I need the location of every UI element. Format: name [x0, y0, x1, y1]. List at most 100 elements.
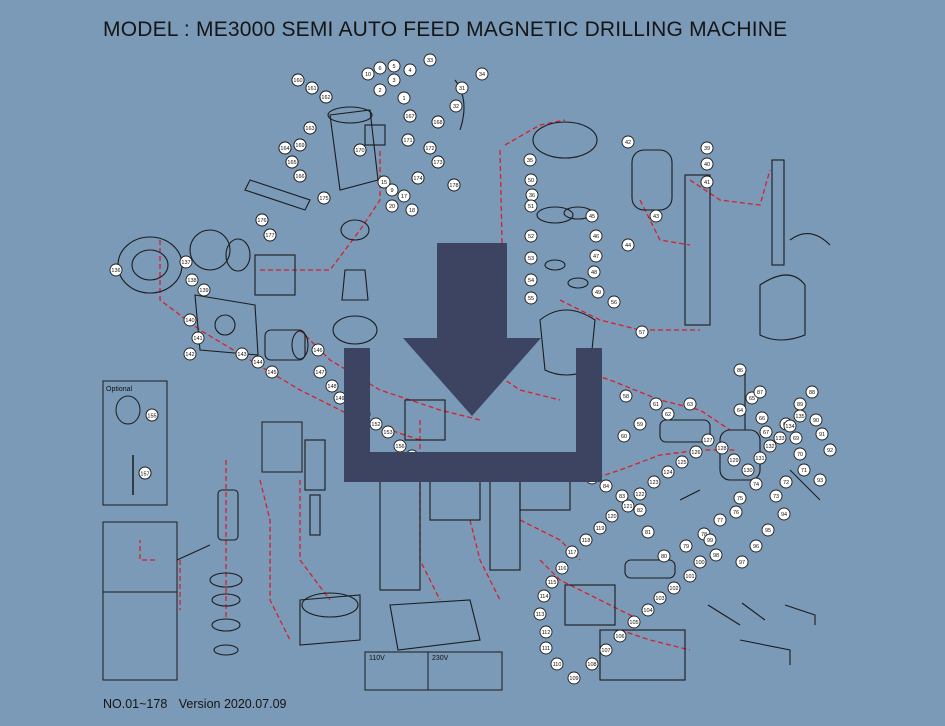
callout-number: 31 — [459, 86, 465, 92]
callout-168: 168 — [431, 115, 445, 129]
callout-67: 67 — [759, 425, 773, 439]
optional-box-label: Optional — [106, 386, 133, 393]
callout-76: 76 — [729, 505, 743, 519]
callout-54: 54 — [524, 273, 538, 287]
callout-4: 4 — [403, 63, 417, 77]
callout-80: 80 — [657, 549, 671, 563]
callout-number: 84 — [603, 484, 609, 490]
callout-170: 170 — [353, 143, 367, 157]
callout-number: 76 — [733, 510, 739, 516]
callout-77: 77 — [713, 513, 727, 527]
callout-121: 121 — [621, 499, 635, 513]
callout-103: 103 — [653, 591, 667, 605]
callout-number: 42 — [625, 140, 631, 146]
callout-number: 69 — [793, 436, 799, 442]
callout-number: 167 — [405, 114, 414, 120]
callout-number: 48 — [591, 270, 597, 276]
callout-71: 71 — [797, 463, 811, 477]
callout-number: 72 — [783, 480, 789, 486]
callout-number: 107 — [601, 648, 610, 654]
callout-number: 171 — [403, 138, 412, 144]
part-outlines — [117, 79, 831, 681]
callout-number: 91 — [819, 432, 825, 438]
callout-number: 95 — [765, 528, 771, 534]
callout-72: 72 — [779, 475, 793, 489]
callout-number: 89 — [797, 402, 803, 408]
callout-number: 6 — [378, 66, 381, 72]
callout-87: 87 — [753, 385, 767, 399]
callout-92: 92 — [823, 443, 837, 457]
callout-number: 174 — [413, 176, 422, 182]
callout-56: 56 — [607, 295, 621, 309]
callout-47: 47 — [589, 249, 603, 263]
callout-171: 171 — [401, 133, 415, 147]
callout-number: 93 — [817, 478, 823, 484]
callout-number: 166 — [295, 174, 304, 180]
callout-number: 80 — [661, 554, 667, 560]
callout-number: 143 — [237, 352, 246, 358]
callout-122: 122 — [633, 487, 647, 501]
callout-number: 153 — [383, 430, 392, 436]
callout-139: 139 — [197, 283, 211, 297]
callout-40: 40 — [700, 157, 714, 171]
callout-number: 44 — [625, 243, 631, 249]
callout-number: 125 — [677, 460, 686, 466]
callout-58: 58 — [619, 389, 633, 403]
callout-number: 141 — [193, 336, 202, 342]
callout-number: 121 — [623, 504, 632, 510]
callout-44: 44 — [621, 238, 635, 252]
callout-125: 125 — [675, 455, 689, 469]
callout-number: 137 — [181, 260, 190, 266]
callout-number: 135 — [795, 414, 804, 420]
callout-number: 130 — [743, 468, 752, 474]
callout-120: 120 — [605, 509, 619, 523]
callout-number: 139 — [199, 288, 208, 294]
callout-105: 105 — [627, 615, 641, 629]
callout-number: 103 — [655, 596, 664, 602]
sub-assembly-boxes — [102, 421, 303, 681]
callout-138: 138 — [185, 273, 199, 287]
callout-70: 70 — [793, 447, 807, 461]
callout-42: 42 — [621, 135, 635, 149]
callout-number: 148 — [327, 384, 336, 390]
callout-91: 91 — [815, 427, 829, 441]
download-icon[interactable] — [344, 243, 602, 482]
callout-148: 148 — [325, 379, 339, 393]
callout-number: 145 — [267, 370, 276, 376]
callout-162: 162 — [319, 90, 333, 104]
voltage-label-110v: 110V — [369, 655, 385, 662]
callout-number: 45 — [589, 214, 595, 220]
callout-2: 2 — [373, 83, 387, 97]
callout-98: 98 — [709, 548, 723, 562]
callout-number: 98 — [713, 553, 719, 559]
callout-172: 172 — [423, 141, 437, 155]
callout-135: 135 — [793, 409, 807, 423]
callout-number: 17 — [401, 194, 407, 200]
callout-1: 1 — [397, 91, 411, 105]
callout-number: 97 — [739, 560, 745, 566]
voltage-parts-box: 110V 230V — [364, 651, 503, 691]
callout-number: 87 — [757, 390, 763, 396]
callout-number: 173 — [433, 160, 442, 166]
callout-36: 36 — [525, 188, 539, 202]
callout-126: 126 — [689, 445, 703, 459]
callout-number: 105 — [629, 620, 638, 626]
callout-94: 94 — [777, 507, 791, 521]
callout-number: 178 — [449, 183, 458, 189]
callout-number: 5 — [392, 64, 395, 70]
callout-133: 133 — [773, 431, 787, 445]
callout-number: 162 — [321, 95, 330, 101]
callout-number: 172 — [425, 146, 434, 152]
callout-137: 137 — [179, 255, 193, 269]
callout-number: 83 — [619, 494, 625, 500]
callout-118: 118 — [579, 533, 593, 547]
callout-number: 104 — [643, 608, 652, 614]
callout-number: 56 — [611, 300, 617, 306]
callout-136: 136 — [109, 263, 123, 277]
callout-number: 127 — [703, 438, 712, 444]
callout-number: 101 — [685, 574, 694, 580]
callout-number: 64 — [737, 408, 743, 414]
callout-number: 132 — [765, 444, 774, 450]
callout-number: 47 — [593, 254, 599, 260]
